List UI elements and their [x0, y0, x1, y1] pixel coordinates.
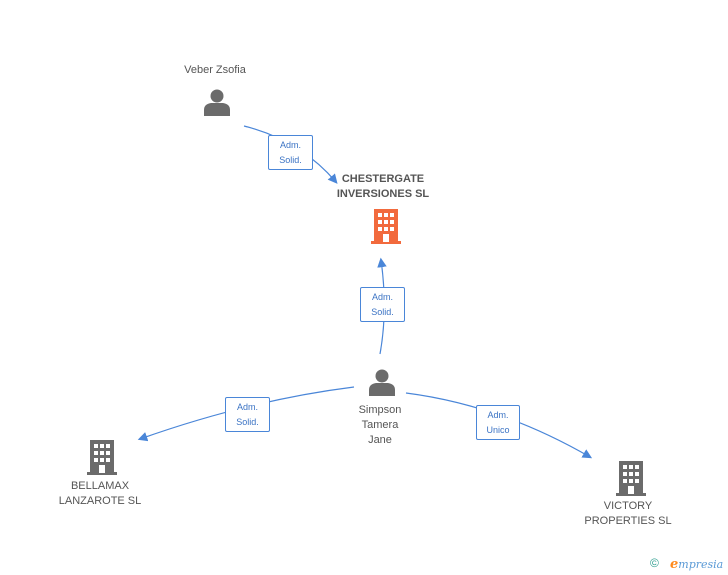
node-label-simpson[interactable]: Simpson Tamera Jane [358, 404, 402, 446]
edge-label-adm-unico[interactable]: Adm. Unico [476, 405, 520, 440]
empresia-logo[interactable]: empresia [670, 557, 724, 572]
node-label-veber[interactable]: Veber Zsofia [184, 64, 246, 76]
building-icon[interactable] [615, 460, 647, 496]
building-icon[interactable] [86, 439, 118, 475]
node-label-chestergate[interactable]: CHESTERGATE INVERSIONES SL [336, 173, 430, 200]
edge-label-adm-solid[interactable]: Adm. Solid. [225, 397, 270, 432]
edge-label-adm-solid[interactable]: Adm. Solid. [268, 135, 313, 170]
copyright-symbol: © [650, 556, 659, 570]
person-icon[interactable] [368, 368, 396, 396]
node-label-victory[interactable]: VICTORY PROPERTIES SL [584, 500, 672, 527]
person-icon[interactable] [203, 88, 231, 116]
node-label-bellamax[interactable]: BELLAMAX LANZAROTE SL [58, 480, 142, 507]
building-icon[interactable] [370, 208, 402, 244]
edge-label-adm-solid[interactable]: Adm. Solid. [360, 287, 405, 322]
